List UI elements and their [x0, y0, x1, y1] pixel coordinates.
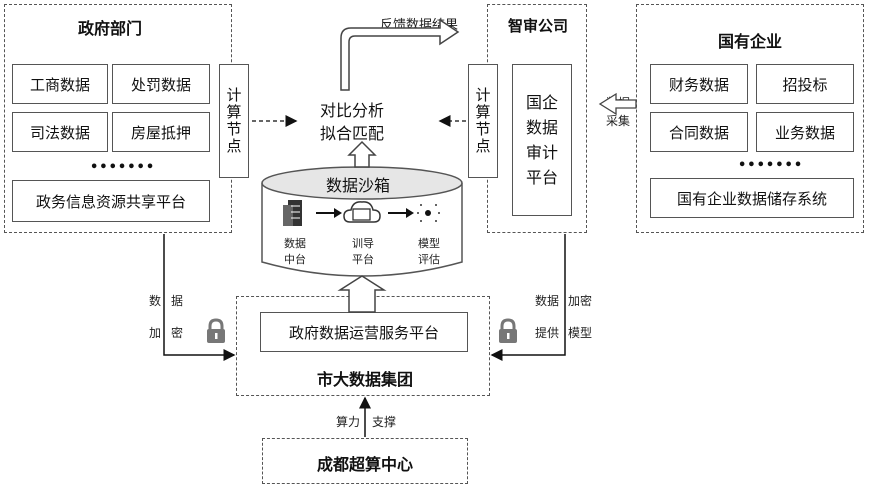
platform-up-arrow	[337, 275, 387, 313]
sandbox-item-3-line1: 模型	[418, 237, 440, 250]
right-link-label-1a: 数据	[535, 294, 560, 308]
model-evaluation-icon	[417, 204, 440, 222]
gov-item-mortgage-data: 房屋抵押	[112, 112, 210, 152]
gov-department-title: 政府部门	[77, 19, 142, 38]
right-link-label-2b: 模型	[568, 326, 593, 340]
sandbox-item-1-line2: 中台	[284, 253, 306, 266]
supercomputing-group	[262, 438, 468, 484]
left-link-label-2a: 加	[149, 326, 162, 340]
left-link-label-1a: 数	[149, 294, 162, 308]
sandbox-title: 数据沙箱	[326, 176, 391, 195]
sandbox-item-2-line1: 训导	[352, 237, 374, 250]
support-label-a: 算力	[336, 415, 361, 429]
lock-icon	[499, 318, 517, 343]
gov-data-operation-platform: 政府数据运营服务平台	[260, 312, 468, 352]
compare-analysis-line1: 对比分析	[320, 101, 385, 120]
gov-info-sharing-platform: 政务信息资源共享平台	[12, 180, 210, 222]
gov-more-dots: •••••••	[90, 160, 156, 175]
server-icon	[283, 200, 302, 226]
gov-compute-node: 计算节点	[219, 64, 249, 178]
gov-compute-node-label: 计算节点	[224, 87, 243, 155]
lock-icon	[207, 318, 225, 343]
zhishen-company-title: 智审公司	[507, 17, 568, 35]
data-collect-line2: 采集	[606, 114, 631, 128]
sandbox-item-2-line2: 平台	[352, 253, 374, 266]
sandbox-up-arrow	[347, 140, 377, 168]
soe-item-business-data: 业务数据	[756, 112, 854, 152]
soe-more-dots: •••••••	[738, 158, 804, 173]
gov-to-bigdata-line	[163, 234, 236, 361]
soe-item-bidding: 招投标	[756, 64, 854, 104]
support-label-b: 支撑	[372, 415, 397, 429]
training-platform-icon	[343, 201, 381, 223]
gov-item-penalty-data: 处罚数据	[112, 64, 210, 104]
soe-audit-platform: 国企数据审计平台	[512, 64, 572, 216]
gov-item-business-data: 工商数据	[12, 64, 108, 104]
sandbox-item-1-line1: 数据	[284, 237, 306, 250]
zhishen-compute-node-label: 计算节点	[473, 87, 492, 155]
gov-item-judicial-data: 司法数据	[12, 112, 108, 152]
right-link-label-2a: 提供	[535, 326, 560, 340]
left-link-label-2b: 密	[171, 326, 184, 340]
sandbox-item-3-line2: 评估	[418, 253, 440, 266]
arrow-right-icon	[316, 208, 342, 218]
soe-group	[636, 4, 864, 233]
soe-item-finance-data: 财务数据	[650, 64, 748, 104]
soe-title: 国有企业	[717, 32, 782, 51]
zhishen-compute-node: 计算节点	[468, 64, 498, 178]
feedback-arrow	[340, 18, 460, 91]
supercomputing-title: 成都超算中心	[316, 455, 413, 474]
left-link-label-1b: 据	[171, 294, 184, 308]
compare-analysis-line2: 拟合匹配	[320, 124, 385, 143]
arrow-right-icon	[388, 208, 414, 218]
city-bigdata-title: 市大数据集团	[316, 370, 413, 389]
zhishen-to-bigdata-line	[490, 234, 566, 361]
soe-data-storage-system: 国有企业数据储存系统	[650, 178, 854, 218]
data-collect-arrow	[598, 92, 637, 116]
right-link-label-1b: 加密	[568, 294, 593, 308]
soe-audit-platform-label: 国企数据审计平台	[525, 93, 558, 187]
soe-item-contract-data: 合同数据	[650, 112, 748, 152]
